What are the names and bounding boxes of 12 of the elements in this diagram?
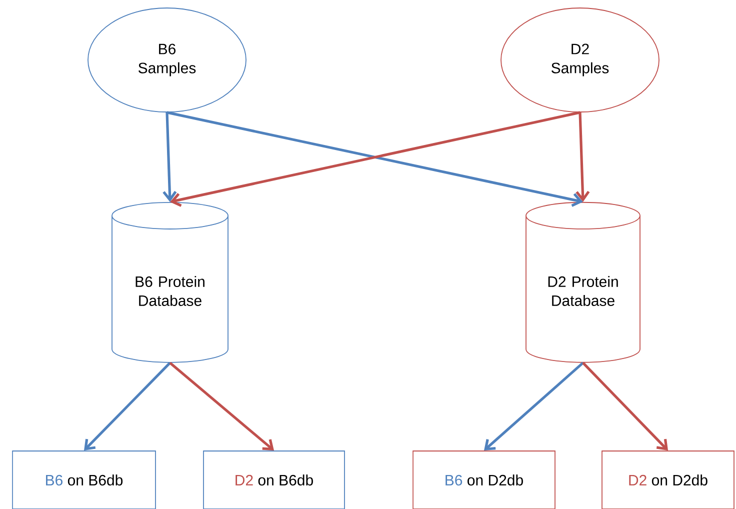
- result-box: B6 on D2db: [412, 450, 556, 509]
- arrow: [169, 362, 274, 451]
- arrow: [582, 362, 668, 451]
- database-cylinder: B6 Protein Database: [112, 202, 228, 363]
- arrow: [162, 112, 177, 202]
- database-cylinder: D2 Protein Database: [526, 202, 640, 363]
- result-box: D2 on D2db: [602, 450, 734, 509]
- arrow: [576, 112, 590, 202]
- result-box: D2 on B6db: [203, 450, 345, 509]
- arrow: [484, 362, 584, 451]
- arrow: [84, 362, 171, 451]
- result-box: B6 on B6db: [12, 450, 156, 509]
